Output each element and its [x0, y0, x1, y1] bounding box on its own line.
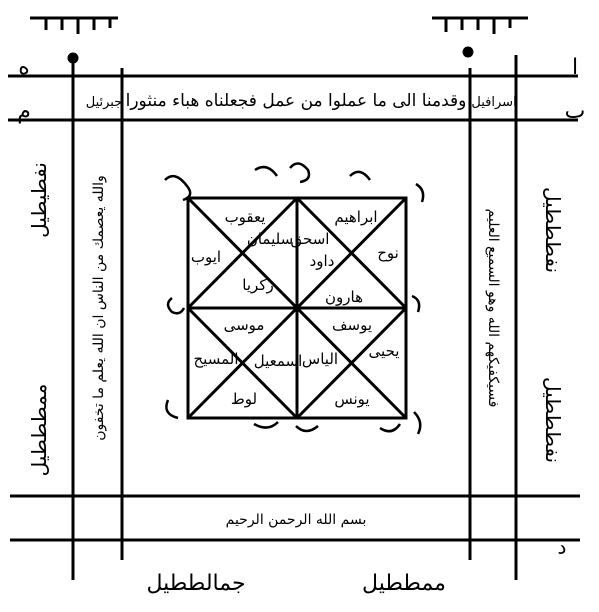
name-grid — [186, 196, 408, 420]
grid-name-ismail: اسمعيل — [254, 352, 303, 370]
grid-names: يعقوب ابراهيم نوح اسحق سليمان داود ايوب … — [191, 208, 400, 408]
top-band-text: وقدمنا الى ما عملوا من عمل فجعلناه هباء … — [126, 91, 467, 111]
grid-name-sulayman: سليمان — [247, 230, 293, 248]
corner-letter-left-1: ه — [18, 55, 30, 80]
top-right-ornament — [432, 16, 528, 58]
bottom-word-right: ممططيل — [362, 571, 446, 596]
corner-letter-left-2: م — [17, 99, 31, 124]
grid-name-zakariya: زكريا — [242, 276, 273, 294]
grid-name-dawud: داود — [310, 252, 335, 270]
grid-name-isa: المسيح — [194, 350, 239, 368]
grid-name-yahya: يحيى — [369, 342, 400, 360]
grid-ornaments — [164, 162, 425, 435]
outer-frame — [8, 55, 580, 580]
right-column-text: فسيكفيكهم الله وهو السميع العليم — [485, 209, 501, 408]
grid-name-lut: لوط — [231, 390, 257, 408]
grid-name-ishaq: اسحق — [291, 230, 330, 248]
left-column-text: والله يعصمك من الناس ان الله يعلم ما تخف… — [91, 175, 107, 441]
top-band-left-word: جبرئيل — [86, 95, 123, 110]
bottom-band-text: بسم الله الرحمن الرحيم — [226, 512, 367, 528]
left-outer-word-1: نفطيطيل — [27, 162, 51, 238]
bottom-word-left: جمالططيل — [146, 571, 245, 596]
grid-name-ibrahim: ابراهيم — [334, 208, 377, 226]
right-outer-word-1: نفطططيل — [541, 187, 565, 273]
grid-name-harun: هارون — [325, 288, 363, 306]
grid-name-yunus: يونس — [334, 390, 369, 408]
top-left-ornament — [30, 16, 118, 64]
grid-name-musa: موسى — [224, 316, 265, 334]
left-outer-word-2: ممطططيل — [27, 384, 51, 477]
grid-name-nuh: نوح — [377, 244, 399, 262]
grid-name-yusuf: يوسف — [332, 316, 372, 334]
top-band-right-word: اسرافيل — [471, 95, 516, 110]
corner-letter-bottom-right: د — [558, 535, 567, 559]
grid-name-ayyub: ايوب — [191, 248, 221, 266]
corner-letter-top-right: ا — [572, 55, 578, 80]
grid-name-yaqub: يعقوب — [225, 208, 266, 226]
right-outer-word-2: نفطططيل — [541, 377, 565, 463]
grid-name-ilyas: الياس — [302, 350, 338, 368]
corner-letter-right-2: ب — [565, 99, 586, 124]
